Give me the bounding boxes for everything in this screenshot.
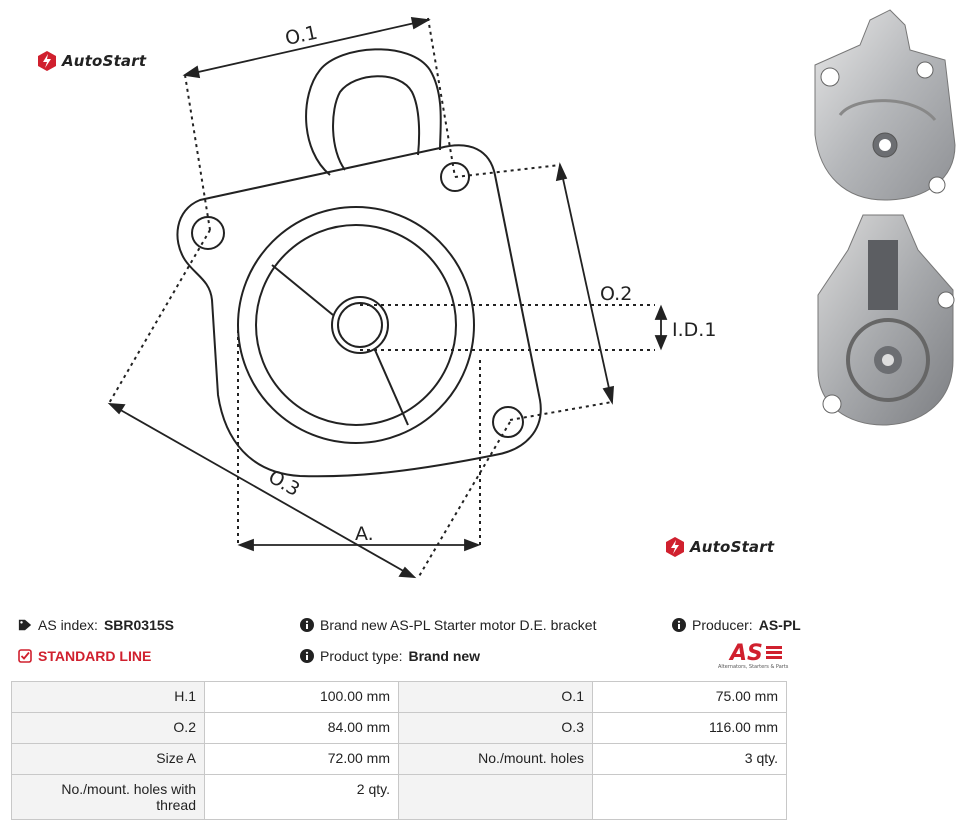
as-pl-tagline: Alternators, Starters & Parts xyxy=(718,664,789,670)
autostart-logo-icon xyxy=(666,537,684,557)
brand-name: AutoStart xyxy=(62,52,147,70)
info-icon xyxy=(672,618,686,632)
hole-bottom-right xyxy=(492,406,524,438)
standard-line-text: STANDARD LINE xyxy=(38,648,152,664)
spec-value xyxy=(592,774,787,820)
label-a: A. xyxy=(355,523,374,545)
info-icon xyxy=(300,649,314,663)
label-id1: I.D.1 xyxy=(672,319,716,341)
description-text: Brand new AS-PL Starter motor D.E. brack… xyxy=(320,617,597,633)
spec-label: H.1 xyxy=(11,681,205,713)
spec-label: No./mount. holes with thread xyxy=(11,774,205,820)
hole-top-right xyxy=(440,162,470,192)
product-photo-front[interactable] xyxy=(805,5,965,205)
top-lug xyxy=(305,48,442,176)
checkbox-icon xyxy=(18,649,32,663)
spec-value: 116.00 mm xyxy=(592,712,787,744)
spec-value: 100.00 mm xyxy=(204,681,399,713)
producer-value: AS-PL xyxy=(758,617,801,633)
spec-label: O.2 xyxy=(11,712,205,744)
as-pl-logo-letters: AS xyxy=(728,641,763,666)
label-o2: O.2 xyxy=(600,283,632,305)
spec-value: 72.00 mm xyxy=(204,743,399,775)
brand-name: AutoStart xyxy=(690,538,775,556)
spec-value: 2 qty. xyxy=(204,774,399,820)
spec-value: 75.00 mm xyxy=(592,681,787,713)
product-type-label: Product type: xyxy=(320,648,403,664)
product-type: Product type: Brand new xyxy=(300,648,480,664)
producer-label: Producer: xyxy=(692,617,753,633)
hub-inner xyxy=(337,302,383,348)
bore-inner xyxy=(255,224,457,426)
as-index-value: SBR0315S xyxy=(103,617,174,633)
info-icon xyxy=(300,618,314,632)
technical-drawing: O.1 O.2 I.D.1 O.3 A. xyxy=(107,16,716,579)
top-lug-inner xyxy=(332,75,421,171)
tag-icon xyxy=(18,619,32,631)
table-row: Size A 72.00 mm No./mount. holes 3 qty. xyxy=(11,743,787,775)
hole-left xyxy=(191,216,225,250)
as-index: AS index: SBR0315S xyxy=(18,617,174,633)
spec-value: 84.00 mm xyxy=(204,712,399,744)
brand-logo-bottom: AutoStart xyxy=(664,536,774,558)
spec-label: Size A xyxy=(11,743,205,775)
standard-line-badge: STANDARD LINE xyxy=(18,648,151,664)
spec-table: H.1 100.00 mm O.1 75.00 mm O.2 84.00 mm … xyxy=(11,681,787,820)
bore-outer xyxy=(237,206,475,444)
product-photo-back[interactable] xyxy=(808,210,968,430)
autostart-logo-icon xyxy=(38,51,56,71)
spec-label: No./mount. holes xyxy=(398,743,593,775)
hub-outer xyxy=(331,296,389,354)
product-type-value: Brand new xyxy=(408,648,481,664)
spec-label: O.3 xyxy=(398,712,593,744)
table-row: No./mount. holes with thread 2 qty. xyxy=(11,774,787,820)
table-row: H.1 100.00 mm O.1 75.00 mm xyxy=(11,681,787,713)
as-pl-logo: AS Alternators, Starters & Parts xyxy=(716,640,796,670)
spec-value: 3 qty. xyxy=(592,743,787,775)
as-pl-logo-mark: AS Alternators, Starters & Parts xyxy=(718,641,789,670)
as-index-label: AS index: xyxy=(38,617,98,633)
table-row: O.2 84.00 mm O.3 116.00 mm xyxy=(11,712,787,744)
spec-label xyxy=(398,774,593,820)
product-description: Brand new AS-PL Starter motor D.E. brack… xyxy=(300,617,597,633)
producer: Producer: AS-PL xyxy=(672,617,801,633)
brand-logo-top: AutoStart xyxy=(36,50,146,72)
bracket-outline xyxy=(176,144,542,478)
spec-label: O.1 xyxy=(398,681,593,713)
